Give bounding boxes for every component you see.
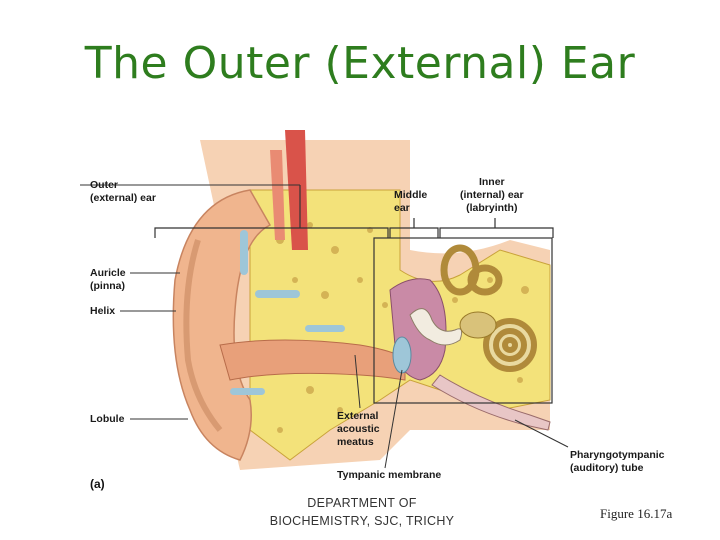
ear-diagram: Outer (external) ear Middle ear Inner (i… xyxy=(80,130,720,500)
tympanic-membrane-shape xyxy=(392,336,412,374)
ear-illustration xyxy=(80,130,569,470)
muscle-band xyxy=(285,130,308,250)
cartilage-1 xyxy=(255,290,300,298)
label-auricle: Auricle (pinna) xyxy=(90,267,126,292)
helix-fold xyxy=(183,239,223,432)
semicircular-canals xyxy=(440,244,503,296)
page-title: The Outer (External) Ear xyxy=(84,38,636,89)
label-outer-ear: Outer (external) ear xyxy=(90,179,156,204)
ear-canal xyxy=(219,339,406,381)
muscle-band-2 xyxy=(270,150,285,240)
footer-figure-ref: Figure 16.17a xyxy=(600,506,673,521)
label-pharyngotympanic-tube: Pharyngotympanic (auditory) tube xyxy=(570,449,665,474)
label-tympanic-membrane: Tympanic membrane xyxy=(337,469,442,481)
cartilage-4 xyxy=(230,388,265,395)
middle-inner-ear-box xyxy=(373,237,553,404)
label-helix: Helix xyxy=(90,305,116,317)
label-inner-ear: Inner (internal) ear (labryinth) xyxy=(460,176,524,214)
label-external-acoustic-meatus: External acoustic meatus xyxy=(337,410,380,448)
region-brackets xyxy=(154,185,554,238)
cartilage-3 xyxy=(240,230,248,275)
leader-lines xyxy=(80,184,569,469)
panel-letter: (a) xyxy=(90,477,105,491)
label-lobule: Lobule xyxy=(90,413,125,425)
footer-department: DEPARTMENT OF BIOCHEMISTRY, SJC, TRICHY xyxy=(269,496,455,528)
vestibule xyxy=(459,311,497,339)
cartilage-2 xyxy=(305,325,345,332)
cochlea xyxy=(483,318,537,372)
label-middle-ear: Middle ear xyxy=(394,189,428,214)
